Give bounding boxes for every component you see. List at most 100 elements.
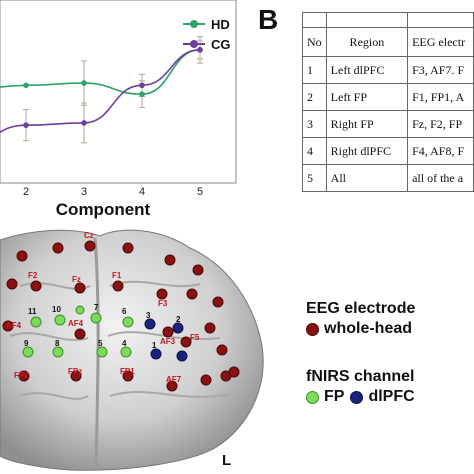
fnirs-channel-fp <box>54 314 66 326</box>
channel-number: 7 <box>94 303 99 312</box>
eeg-electrode <box>166 380 178 392</box>
eeg-electrode <box>84 240 96 252</box>
legend-item-cg: CG <box>183 34 241 54</box>
brain-sulci <box>9 280 231 400</box>
channel-number: 5 <box>98 339 103 348</box>
eeg-electrode <box>74 328 86 340</box>
eeg-electrode <box>122 242 134 254</box>
fnirs-legend-items: FP dlPFC <box>306 388 415 406</box>
brain-figure: Cz F2 Fz F1 F3 AF4 AF4 AF3 F5 FP2 FPz FP… <box>0 229 264 471</box>
electrode-label: FP1 <box>120 367 135 376</box>
fnirs-channel-fp <box>96 346 108 358</box>
fnirs-channel-fp <box>30 316 42 328</box>
eeg-electrode <box>2 320 14 332</box>
eeg-electrode <box>122 370 134 382</box>
legend-label-cg: CG <box>211 36 231 52</box>
fnirs-channel-dlpfc <box>144 318 156 330</box>
electrode-label: F5 <box>190 333 200 342</box>
data-point-cg <box>197 47 203 53</box>
line-chart <box>0 0 237 184</box>
panel-label-b: B <box>258 4 279 35</box>
fnirs-channel-fp <box>122 316 134 328</box>
electrode-label: F1 <box>112 271 122 280</box>
eeg-legend-label: whole-head <box>324 320 413 337</box>
fnirs-dlpfc-channels <box>144 318 188 362</box>
channel-number: 4 <box>122 339 127 348</box>
eeg-electrode <box>200 374 212 386</box>
table-header-row: No Region EEG electr <box>302 27 474 57</box>
eeg-electrode <box>164 254 176 266</box>
fnirs-channel-dlpfc <box>150 348 162 360</box>
table-cell: F4, AF8, F <box>407 137 474 165</box>
legend-label-hd: HD <box>211 16 230 32</box>
fnirs-legend-title: fNIRS channel <box>306 368 415 385</box>
header-eeg: EEG electr <box>407 27 474 57</box>
x-tick-label: 5 <box>196 186 204 198</box>
table-row: 3 Right FP Fz, F2, FP <box>302 110 474 138</box>
eeg-electrode <box>180 336 192 348</box>
table-row: 5 All all of the a <box>302 164 474 192</box>
electrode-label: Fz <box>72 275 81 284</box>
fnirs-channel-dlpfc <box>176 350 188 362</box>
table-row: 2 Left FP F1, FP1, A <box>302 83 474 111</box>
eeg-dot-icon <box>306 322 319 336</box>
eeg-electrode <box>6 278 18 290</box>
eeg-electrode <box>212 296 224 308</box>
channel-number: 9 <box>24 339 29 348</box>
x-tick-label: 2 <box>22 186 30 198</box>
data-point-cg <box>139 82 145 89</box>
x-tick-label: 3 <box>80 186 88 198</box>
electrode-label: FPz <box>68 367 82 376</box>
chart-legend: HD CG <box>183 14 241 54</box>
dlpfc-dot-icon <box>350 390 364 404</box>
table-cell: 2 <box>302 83 327 111</box>
eeg-electrode <box>216 344 228 356</box>
series-line-hd <box>0 49 201 95</box>
eeg-electrode <box>156 288 168 300</box>
header-no: No <box>302 27 327 57</box>
eeg-electrode <box>162 326 174 338</box>
fnirs-channel-fp <box>52 346 64 358</box>
table-cell <box>325 12 409 28</box>
data-point-cg <box>81 120 87 126</box>
fnirs-channel-fp <box>22 346 34 358</box>
legend-item-hd: HD <box>183 14 241 34</box>
eeg-electrode <box>18 370 30 382</box>
region-table: No Region EEG electr 1 Left dlPFC F3, AF… <box>302 12 474 192</box>
side-label: L <box>222 452 232 469</box>
channel-number: 3 <box>146 311 151 320</box>
table-cell: Fz, F2, FP <box>407 110 474 138</box>
table-cell: All <box>325 164 409 192</box>
channel-number: 11 <box>28 307 37 316</box>
fp-dot-icon <box>306 390 319 404</box>
brain-shape <box>0 229 264 471</box>
x-axis-label: Component <box>55 200 151 219</box>
data-point-cg <box>23 122 29 128</box>
table-top-row <box>302 12 474 28</box>
electrode-label: AF4 <box>6 321 22 330</box>
eeg-electrode <box>112 280 124 292</box>
fnirs-channel-fp <box>120 346 132 358</box>
data-point-hd <box>81 80 87 86</box>
table-cell: Right dlPFC <box>325 137 409 165</box>
table-cell: all of the a <box>407 164 474 192</box>
fnirs-channel-dlpfc <box>172 322 184 334</box>
fnirs-channel-fp <box>90 312 102 324</box>
table-cell: 1 <box>302 56 327 84</box>
channel-number: 8 <box>55 339 60 348</box>
legend-marker-hd <box>183 18 205 30</box>
eeg-electrode <box>192 264 204 276</box>
fnirs-channel-fp <box>75 305 85 315</box>
electrode-label: Cz <box>84 231 94 240</box>
eeg-electrodes <box>2 240 240 392</box>
eeg-electrode <box>52 242 64 254</box>
table-cell: F1, FP1, A <box>407 83 474 111</box>
table-row: 1 Left dlPFC F3, AF7. F <box>302 56 474 84</box>
dlpfc-legend-label: dlPFC <box>368 388 415 405</box>
electrode-label: F3 <box>158 299 168 308</box>
table-cell <box>302 12 327 28</box>
channel-number: 1 <box>152 341 157 350</box>
eeg-electrode <box>228 366 240 378</box>
electrode-label: F2 <box>28 271 38 280</box>
table-row: 4 Right dlPFC F4, AF8, F <box>302 137 474 165</box>
